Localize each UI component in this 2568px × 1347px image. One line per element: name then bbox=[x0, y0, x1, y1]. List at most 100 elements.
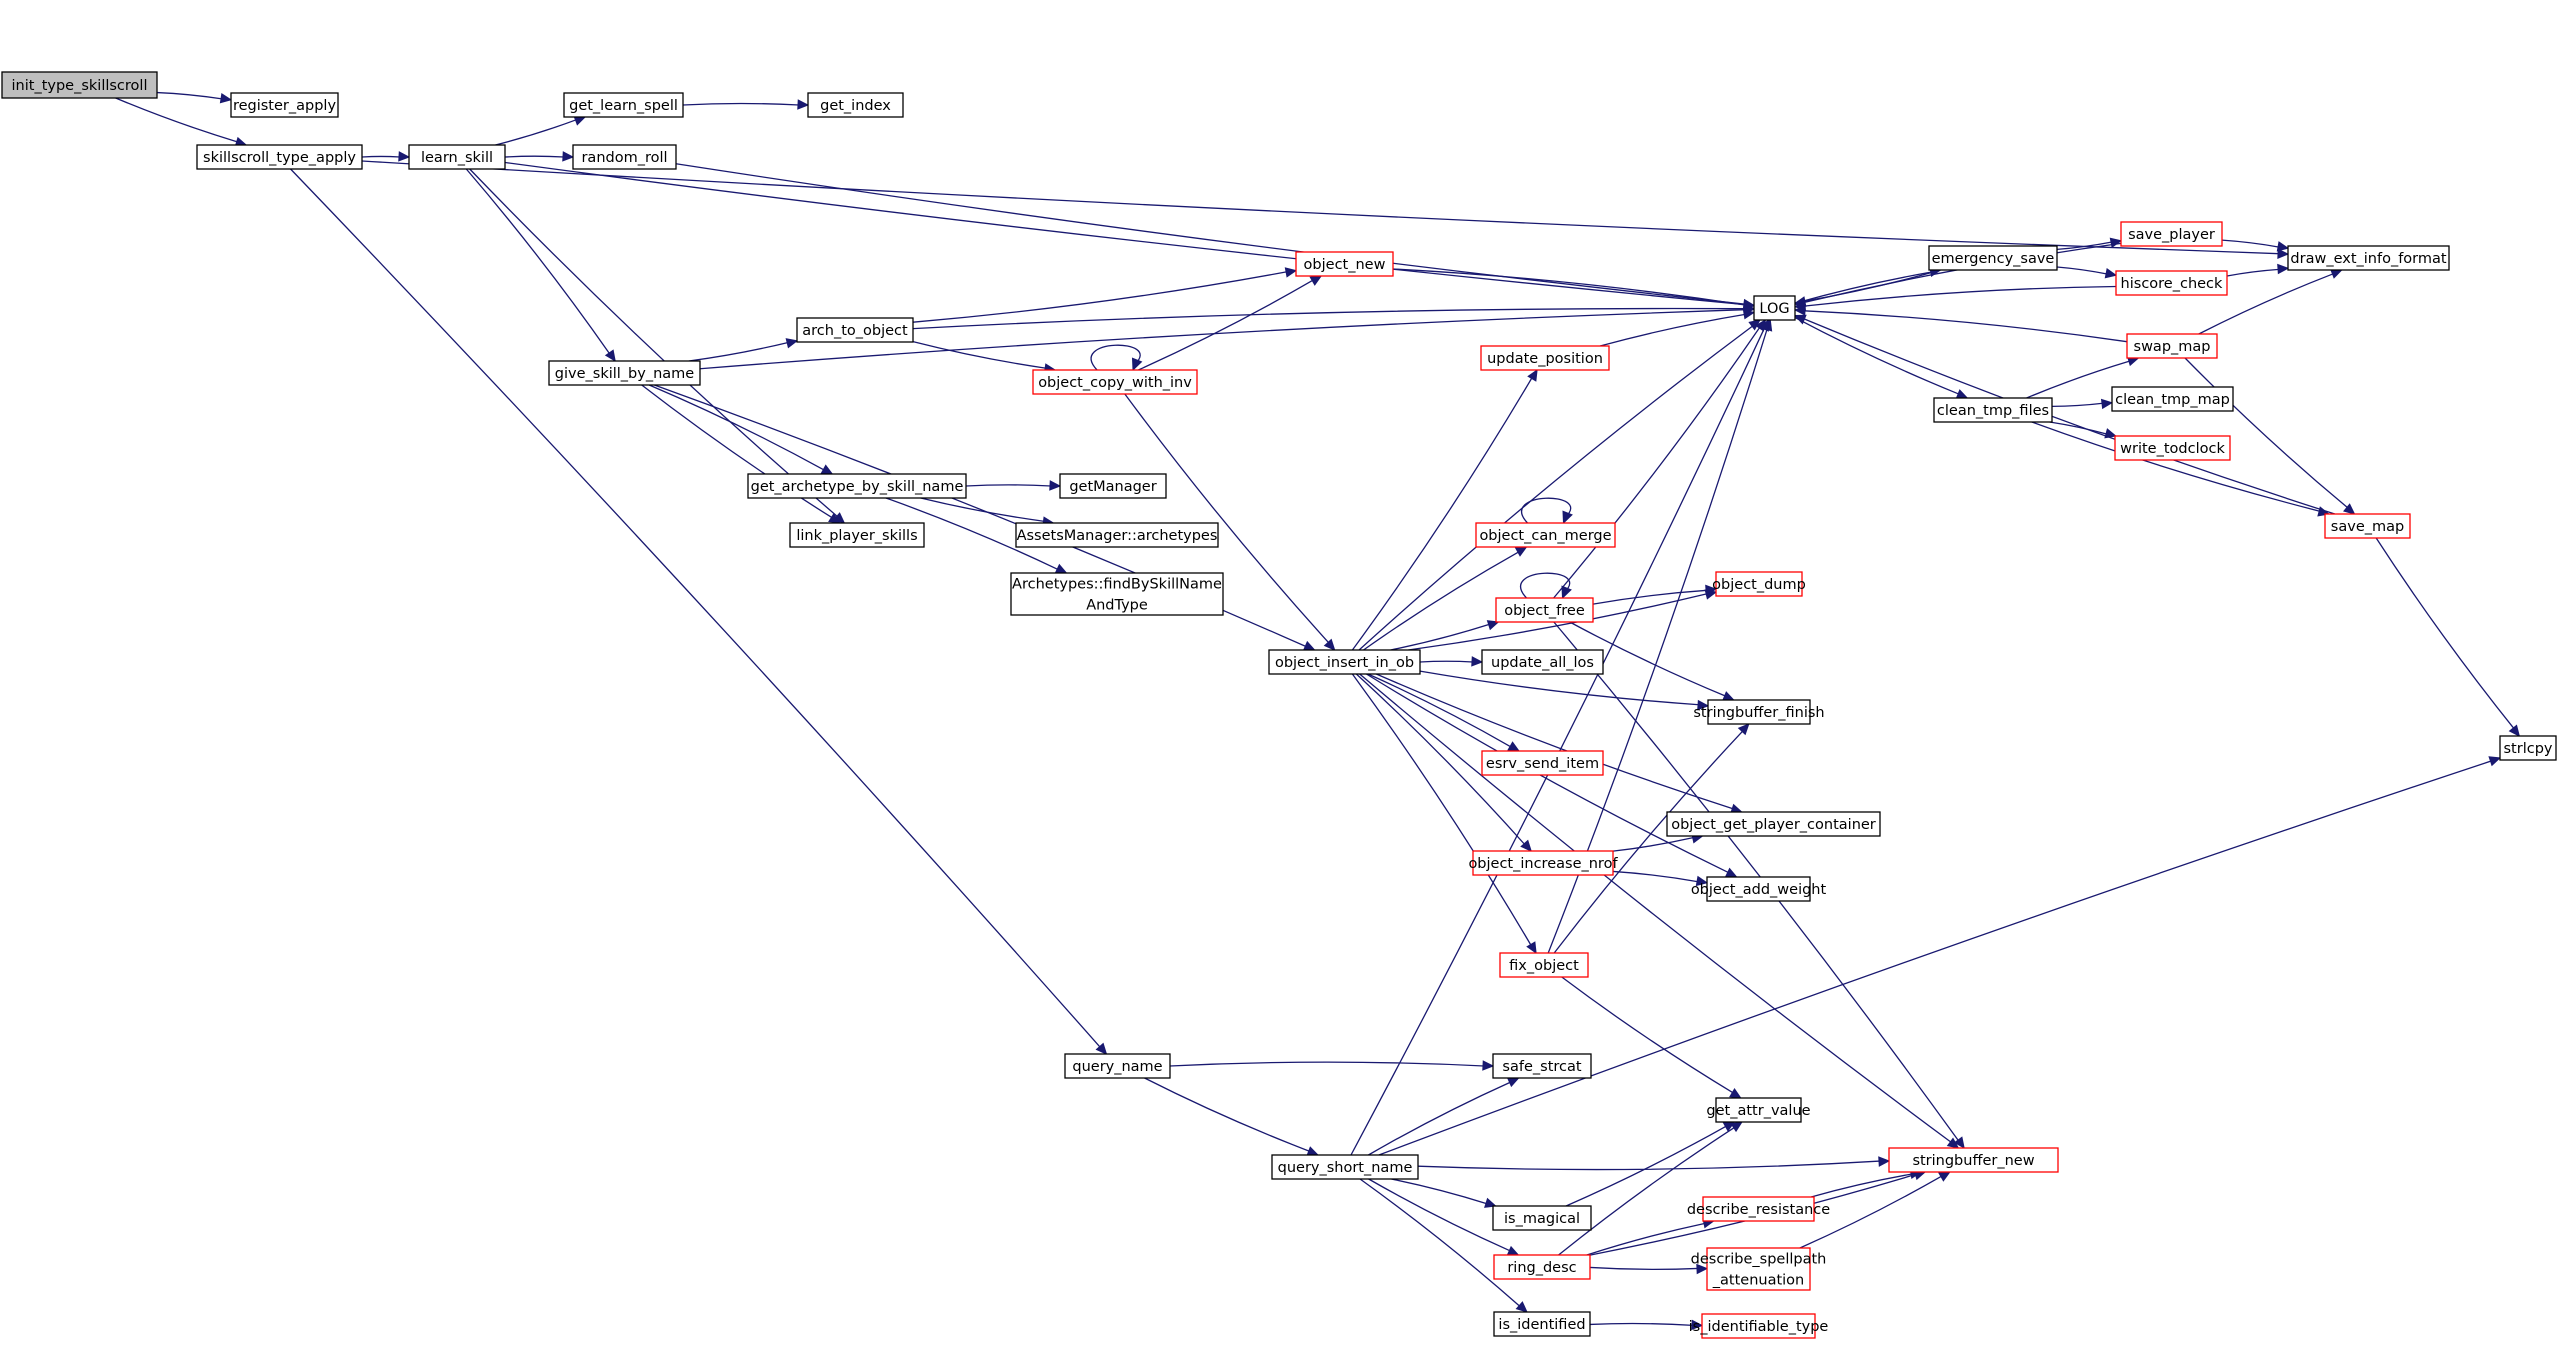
edge-skillscroll_type_apply-to-draw_ext_info_format bbox=[361, 160, 2290, 260]
node-object_increase_nrof[interactable]: object_increase_nrof bbox=[1468, 850, 1618, 876]
node-box bbox=[1933, 397, 2053, 423]
node-update_all_los[interactable]: update_all_los bbox=[1481, 649, 1604, 675]
edges-layer bbox=[115, 91, 2521, 1331]
node-label: arch_to_object bbox=[802, 323, 908, 339]
node-get_learn_spell[interactable]: get_learn_spell bbox=[563, 92, 684, 118]
node-box bbox=[1472, 850, 1614, 876]
node-get_archetype_by_skill_name[interactable]: get_archetype_by_skill_name bbox=[747, 473, 967, 499]
node-LOG[interactable]: LOG bbox=[1753, 295, 1796, 321]
node-emergency_save[interactable]: emergency_save bbox=[1928, 245, 2058, 271]
node-label: object_add_weight bbox=[1691, 882, 1827, 898]
edge-is_identified-to-is_identifiable_type bbox=[1589, 1319, 1704, 1331]
node-label: object_increase_nrof bbox=[1468, 856, 1618, 872]
node-label: draw_ext_info_format bbox=[2290, 251, 2446, 267]
node-query_short_name[interactable]: query_short_name bbox=[1271, 1154, 1419, 1180]
node-label: AssetsManager::archetypes bbox=[1017, 528, 1218, 544]
node-swap_map[interactable]: swap_map bbox=[2126, 333, 2218, 359]
node-object_dump[interactable]: object_dump bbox=[1712, 571, 1806, 597]
edge-arch_to_object-to-object_new bbox=[912, 267, 1298, 323]
node-object_insert_in_ob[interactable]: object_insert_in_ob bbox=[1268, 649, 1421, 675]
node-box bbox=[563, 92, 684, 118]
node-link_player_skills[interactable]: link_player_skills bbox=[789, 522, 925, 548]
edge-give_skill_by_name-to-get_archetype_by_skill_name bbox=[648, 384, 834, 475]
node-object_free[interactable]: object_free bbox=[1495, 597, 1594, 623]
node-describe_resistance[interactable]: describe_resistance bbox=[1687, 1196, 1830, 1222]
node-getManager[interactable]: getManager bbox=[1059, 473, 1167, 499]
edge-query_short_name-to-stringbuffer_new bbox=[1417, 1156, 1891, 1171]
node-label: save_map bbox=[2331, 519, 2404, 535]
node-label: query_name bbox=[1072, 1059, 1162, 1075]
node-label: get_index bbox=[820, 98, 891, 114]
node-object_add_weight[interactable]: object_add_weight bbox=[1691, 876, 1827, 902]
edge-query_short_name-to-strlcpy bbox=[1378, 756, 2502, 1156]
edge-swap_map-to-save_map bbox=[2184, 357, 2356, 515]
node-label: init_type_skillscroll bbox=[12, 78, 148, 94]
node-save_player[interactable]: save_player bbox=[2120, 221, 2223, 247]
node-label: update_all_los bbox=[1491, 655, 1594, 671]
edge-is_magical-to-get_attr_value bbox=[1565, 1121, 1736, 1207]
edge-get_archetype_by_skill_name-to-getManager bbox=[965, 480, 1062, 491]
node-box bbox=[747, 473, 967, 499]
node-label: object_free bbox=[1504, 603, 1585, 619]
node-label: fix_object bbox=[1509, 958, 1579, 974]
node-arch_to_object[interactable]: arch_to_object bbox=[796, 317, 914, 343]
node-box bbox=[1064, 1053, 1171, 1079]
node-init_type_skillscroll[interactable]: init_type_skillscroll bbox=[1, 71, 158, 99]
node-stringbuffer_new[interactable]: stringbuffer_new bbox=[1888, 1147, 2059, 1173]
node-box bbox=[1888, 1147, 2059, 1173]
node-object_get_player_container[interactable]: object_get_player_container bbox=[1666, 811, 1881, 837]
node-is_magical[interactable]: is_magical bbox=[1492, 1205, 1592, 1231]
node-box bbox=[1706, 1247, 1811, 1291]
node-box bbox=[230, 92, 339, 118]
node-label: safe_strcat bbox=[1502, 1059, 1581, 1075]
node-label: is_identifiable_type bbox=[1689, 1319, 1829, 1335]
edge-describe_resistance-to-stringbuffer_new bbox=[1810, 1168, 1923, 1198]
edge-query_name-to-safe_strcat bbox=[1169, 1060, 1495, 1071]
edge-ring_desc-to-describe_spellpath bbox=[1589, 1263, 1709, 1275]
node-box bbox=[572, 144, 677, 170]
node-clean_tmp_files[interactable]: clean_tmp_files bbox=[1933, 397, 2053, 423]
node-label: get_attr_value bbox=[1706, 1103, 1810, 1119]
node-safe_strcat[interactable]: safe_strcat bbox=[1492, 1053, 1592, 1079]
edge-object_increase_nrof-to-object_add_weight bbox=[1612, 870, 1709, 887]
edge-arch_to_object-to-LOG bbox=[912, 303, 1756, 330]
edge-skillscroll_type_apply-to-learn_skill bbox=[361, 151, 411, 162]
node-esrv_send_item[interactable]: esrv_send_item bbox=[1481, 750, 1604, 776]
node-label: getManager bbox=[1069, 479, 1156, 495]
node-is_identified[interactable]: is_identified bbox=[1493, 1311, 1591, 1337]
node-clean_tmp_map[interactable]: clean_tmp_map bbox=[2111, 386, 2234, 412]
node-is_identifiable_type[interactable]: is_identifiable_type bbox=[1689, 1313, 1829, 1339]
node-ring_desc[interactable]: ring_desc bbox=[1493, 1254, 1591, 1280]
node-skillscroll_type_apply[interactable]: skillscroll_type_apply bbox=[196, 144, 363, 170]
node-update_position[interactable]: update_position bbox=[1480, 345, 1610, 371]
node-object_can_merge[interactable]: object_can_merge bbox=[1475, 522, 1616, 548]
node-fix_object[interactable]: fix_object bbox=[1499, 952, 1589, 978]
node-describe_spellpath[interactable]: describe_spellpath_attenuation bbox=[1691, 1247, 1827, 1291]
node-box bbox=[1475, 522, 1616, 548]
edge-clean_tmp_files-to-clean_tmp_map bbox=[2051, 398, 2114, 410]
node-stringbuffer_finish[interactable]: stringbuffer_finish bbox=[1693, 699, 1825, 725]
node-hiscore_check[interactable]: hiscore_check bbox=[2115, 270, 2228, 296]
node-box bbox=[1480, 345, 1610, 371]
node-strlcpy[interactable]: strlcpy bbox=[2499, 735, 2557, 761]
node-label: get_archetype_by_skill_name bbox=[751, 479, 964, 495]
node-box bbox=[1295, 251, 1394, 277]
node-learn_skill[interactable]: learn_skill bbox=[408, 144, 506, 170]
node-draw_ext_info_format[interactable]: draw_ext_info_format bbox=[2287, 245, 2450, 271]
node-query_name[interactable]: query_name bbox=[1064, 1053, 1171, 1079]
node-object_new[interactable]: object_new bbox=[1295, 251, 1394, 277]
edge-learn_skill-to-give_skill_by_name bbox=[465, 168, 616, 362]
node-get_index[interactable]: get_index bbox=[807, 92, 904, 118]
node-give_skill_by_name[interactable]: give_skill_by_name bbox=[548, 360, 701, 386]
node-register_apply[interactable]: register_apply bbox=[230, 92, 339, 118]
edge-ring_desc-to-describe_resistance bbox=[1586, 1218, 1715, 1256]
edge-object_copy_with_inv-to-object_insert_in_ob bbox=[1124, 393, 1336, 651]
node-assets_archetypes[interactable]: AssetsManager::archetypes bbox=[1015, 522, 1219, 548]
node-random_roll[interactable]: random_roll bbox=[572, 144, 677, 170]
node-write_todclock[interactable]: write_todclock bbox=[2114, 435, 2231, 461]
node-save_map[interactable]: save_map bbox=[2324, 513, 2411, 539]
node-object_copy_with_inv[interactable]: object_copy_with_inv bbox=[1032, 369, 1198, 395]
node-label: object_dump bbox=[1712, 577, 1806, 593]
node-get_attr_value[interactable]: get_attr_value bbox=[1706, 1097, 1811, 1123]
